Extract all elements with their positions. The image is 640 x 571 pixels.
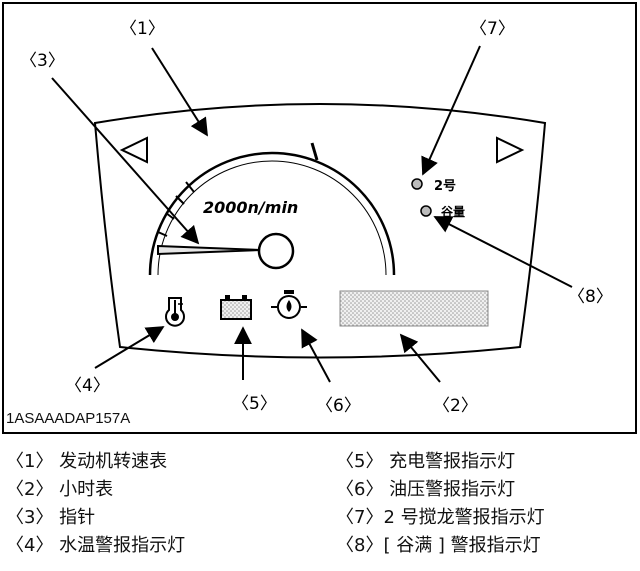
legend-item-5: 〈5〉 充电警报指示灯 [336,451,516,472]
triangle-right-icon [496,136,525,164]
legend-left-column: 〈1〉 发动机转速表 〈2〉 小时表 〈3〉 指针 〈4〉 水温警报指示灯 [6,448,185,560]
callout-5: 〈5〉 [232,394,277,414]
legend: 〈1〉 发动机转速表 〈2〉 小时表 〈3〉 指针 〈4〉 水温警报指示灯 〈5… [0,448,640,571]
legend-item-2: 〈2〉 小时表 [6,479,114,500]
hour-meter-display [339,290,489,327]
callout-8: 〈8〉 [568,287,613,307]
grain-full-lamp [420,205,432,217]
battery-icon [220,295,252,320]
figure-frame [2,2,637,434]
needle-hub [257,232,295,270]
needle [157,244,263,256]
callout-7: 〈7〉 [470,19,515,39]
auger-2-lamp-label: 2号 [434,179,456,194]
triangle-left-icon [119,136,148,164]
figure-code: 1ASAAADAP157A [6,410,131,427]
callout-4: 〈4〉 [65,376,110,396]
oil-can-icon [271,290,307,319]
legend-item-6: 〈6〉 油压警报指示灯 [336,479,516,500]
legend-right-column: 〈5〉 充电警报指示灯 〈6〉 油压警报指示灯 〈7〉2 号搅龙警报指示灯 〈8… [336,448,545,560]
legend-item-7: 〈7〉2 号搅龙警报指示灯 [336,507,545,528]
callout-3: 〈3〉 [20,51,65,71]
callout-2: 〈2〉 [433,396,478,416]
legend-item-1: 〈1〉 发动机转速表 [6,451,168,472]
callout-6: 〈6〉 [316,396,361,416]
grain-full-lamp-label: 谷量 [441,204,465,219]
tachometer-scale-label: 2000n/min [203,198,298,217]
callout-1: 〈1〉 [120,19,165,39]
legend-item-8: 〈8〉[ 谷满 ] 警报指示灯 [336,535,541,556]
legend-item-4: 〈4〉 水温警报指示灯 [6,535,186,556]
instrument-panel-diagram: 2000n/min 2号 谷量 [2,2,637,434]
thermometer-icon [165,297,185,327]
legend-item-3: 〈3〉 指针 [6,507,96,528]
leader-lines [51,45,573,383]
auger-2-lamp [411,178,423,190]
tachometer: 2000n/min [148,142,396,276]
